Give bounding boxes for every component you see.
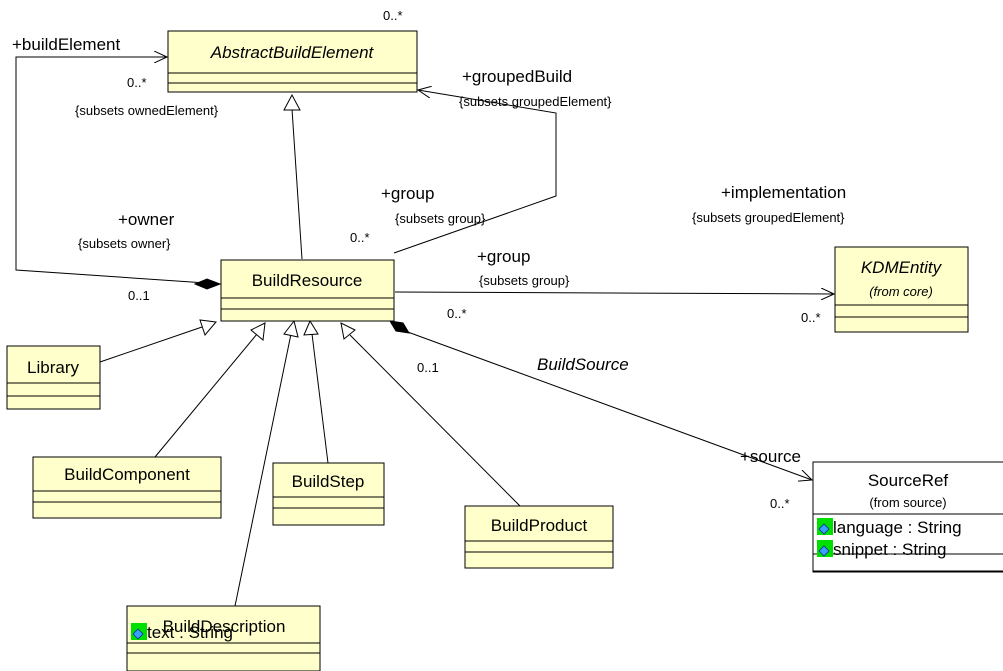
subsets-grouped-element-impl: {subsets groupedElement} [692,210,845,225]
build-element-role: +buildElement [12,35,120,54]
class-name: BuildResource [252,271,363,290]
implementation-role: +implementation [721,183,846,202]
class-build-step[interactable]: BuildStep [272,462,385,526]
build-element-multiplicity: 0..* [127,75,147,90]
subsets-owner: {subsets owner} [78,236,171,251]
class-build-description[interactable]: BuildDescription [126,605,321,671]
subsets-grouped-element: {subsets groupedElement} [459,94,612,109]
source-role: +source [740,447,801,466]
owner-role: +owner [118,210,175,229]
generalization-edge-resource [291,108,303,260]
class-build-product[interactable]: BuildProduct [464,505,614,569]
generalization-edges [99,319,521,607]
class-abstract-build-element[interactable]: AbstractBuildElement [167,30,418,93]
class-name: AbstractBuildElement [210,43,375,62]
attribute-snippet: snippet : String [833,540,946,559]
owner-composition-diamond [193,278,222,290]
grouped-build-edge [393,90,557,254]
class-name: BuildDescription [163,617,286,636]
class-build-component[interactable]: BuildComponent [32,456,222,519]
attribute-diamond-icon [132,628,144,640]
subsets-owned-element: {subsets ownedElement} [75,103,219,118]
group-multiplicity-upper: 0..* [350,230,370,245]
class-name: Library [27,358,79,377]
build-source-association: BuildSource [537,355,629,374]
class-name: BuildStep [292,472,365,491]
build-source-owner-multiplicity: 0..1 [417,360,439,375]
source-multiplicity: 0..* [770,496,790,511]
attribute-diamond-icon [818,523,830,535]
subsets-group-lower: {subsets group} [479,273,570,288]
generalization-triangle-abstract [283,93,301,111]
class-library[interactable]: Library [6,345,101,410]
subsets-group-upper: {subsets group} [395,211,486,226]
grouped-build-role: +groupedBuild [462,67,572,86]
group-role-lower: +group [477,247,530,266]
class-build-resource[interactable]: BuildResource [220,259,395,322]
owner-multiplicity: 0..1 [128,288,150,303]
class-kdm-entity[interactable]: KDMEntity (from core) [834,246,969,333]
implementation-edge [394,292,834,294]
attribute-text: text : String [147,623,233,642]
attribute-language: language : String [833,518,962,537]
class-name: SourceRef [868,471,949,490]
class-source-ref[interactable]: SourceRef (from source) [812,461,1003,573]
class-name: BuildComponent [64,465,190,484]
build-source-composition-diamond [389,320,410,334]
group-role-upper: +group [381,184,434,203]
attribute-diamond-icon [818,545,830,557]
class-stereotype: (from source) [869,495,946,510]
kdm-entity-multiplicity: 0..* [801,310,821,325]
group-multiplicity-lower: 0..* [447,306,467,321]
class-name: BuildProduct [491,516,588,535]
top-multiplicity: 0..* [383,8,403,23]
build-source-edge [404,330,812,480]
class-stereotype: (from core) [869,284,933,299]
class-name: KDMEntity [861,258,943,277]
owner-association-edge [15,57,207,284]
